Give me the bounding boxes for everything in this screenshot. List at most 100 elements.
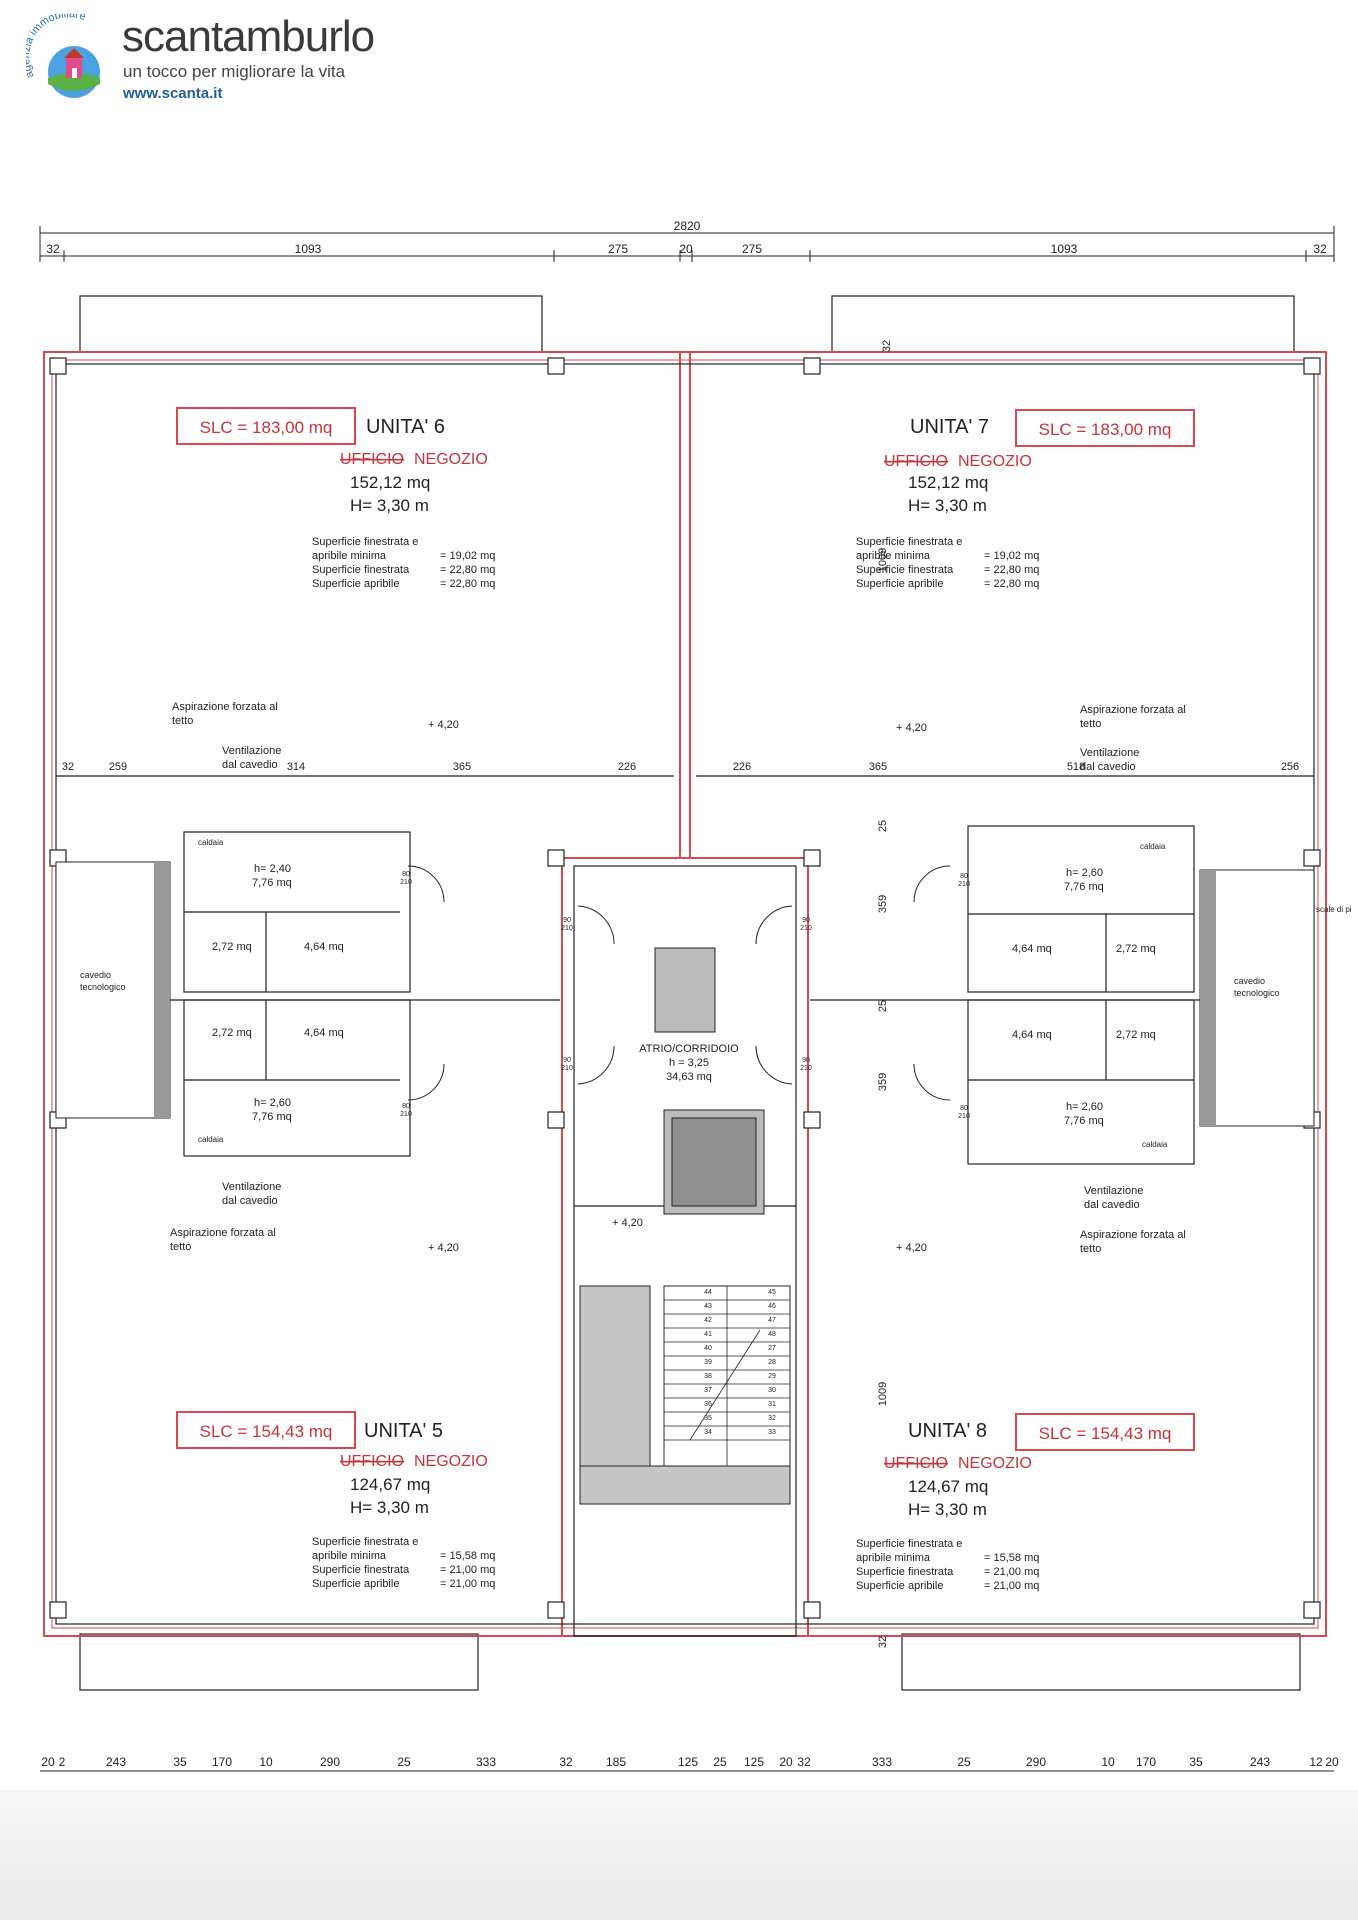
dim-bot-0: 20 [41, 1755, 55, 1769]
stair-r-1: 46 [768, 1303, 776, 1310]
unit-7-area: 152,12 mq [908, 473, 988, 492]
stair-l-0: 44 [704, 1289, 712, 1296]
unit-6-note-0: Superficie finestrata e [312, 536, 418, 548]
dim-top-6: 32 [1313, 242, 1327, 256]
atrio-1: h = 3,25 [669, 1057, 709, 1069]
unit-5-height: H= 3,30 m [350, 1498, 429, 1517]
dim-bot-14: 20 [779, 1755, 793, 1769]
unit-6-note-2: Superficie finestrata [312, 564, 410, 576]
stair-l-4: 40 [704, 1345, 712, 1352]
dim-bot-11: 125 [678, 1755, 698, 1769]
stair-r-8: 31 [768, 1401, 776, 1408]
unit-8-value-2: = 21,00 mq [984, 1566, 1039, 1578]
unit-6-value-1: = 19,02 mq [440, 550, 495, 562]
website-link[interactable]: www.scanta.it [123, 85, 223, 102]
door-tag-a-bot: 210 [400, 879, 412, 886]
dim-v1: 25 [877, 820, 889, 832]
antibagno-r-top-1: 7,76 mq [1064, 881, 1104, 893]
atrio-2: 34,63 mq [666, 1071, 712, 1083]
stair-l-7: 37 [704, 1387, 712, 1394]
stair-l-6: 38 [704, 1373, 712, 1380]
dim-bot-21: 35 [1189, 1755, 1203, 1769]
unit-7-value-2: = 22,80 mq [984, 564, 1039, 576]
antibagno-l-bot-0: h= 2,60 [254, 1097, 291, 1109]
dim-top-0: 32 [46, 242, 60, 256]
slc-boxes [176, 407, 1195, 1451]
stair-l-5: 39 [704, 1359, 712, 1366]
level-unit8: + 4,20 [896, 1242, 927, 1254]
caldaia-r-bot: caldaia [1142, 1140, 1168, 1149]
stairwell [579, 947, 791, 1505]
unit-6-use-struck: UFFICIO [340, 451, 404, 468]
level-unit6: + 4,20 [428, 719, 459, 731]
dim-bot-19: 10 [1101, 1755, 1115, 1769]
unit-6: SLC = 183,00 mq UNITA' 6 UFFICIO NEGOZIO… [200, 416, 496, 590]
dim-bot-7: 25 [397, 1755, 411, 1769]
vent-l-bot-1: dal cavedio [222, 1195, 278, 1207]
dim-bot-12: 25 [713, 1755, 727, 1769]
stair-l-8: 36 [704, 1401, 712, 1408]
aspir-r-top-1: tetto [1080, 718, 1101, 730]
unit-7: UNITA' 7 SLC = 183,00 mq UFFICIO NEGOZIO… [856, 416, 1171, 590]
level-unit5: + 4,20 [428, 1242, 459, 1254]
unit-5-note-3: Superficie apribile [312, 1578, 399, 1590]
unit-5-slc: SLC = 154,43 mq [200, 1422, 333, 1441]
unit-5-note-0: Superficie finestrata e [312, 1536, 418, 1548]
antibagno-l-top-0: h= 2,40 [254, 863, 291, 875]
unit-7-value-1: = 19,02 mq [984, 550, 1039, 562]
door-tag-f-top: 90 [802, 917, 810, 924]
door-tag-f-bot: 210 [800, 925, 812, 932]
brand-name: scantamburlo [122, 12, 375, 61]
dim-bot-18: 290 [1026, 1755, 1046, 1769]
dim-bot-10: 185 [606, 1755, 626, 1769]
unit-6-area: 152,12 mq [350, 473, 430, 492]
logo-emblem: agenzia immobiliare [26, 14, 100, 98]
dim-mid-l3: 365 [453, 761, 471, 773]
door-tag-a-top: 80 [402, 871, 410, 878]
cavedio-l-0: cavedio [80, 970, 111, 980]
unit-5: SLC = 154,43 mq UNITA' 5 UFFICIO NEGOZIO… [200, 1420, 496, 1590]
unit-7-slc: SLC = 183,00 mq [1039, 420, 1172, 439]
dim-mid-l1: 259 [109, 761, 127, 773]
dim-mid-r0: 226 [733, 761, 751, 773]
aspir-l-bot-0: Aspirazione forzata al [170, 1227, 276, 1239]
dim-bot-6: 290 [320, 1755, 340, 1769]
wc-r-bot-large: 4,64 mq [1012, 1029, 1052, 1041]
unit-5-note-1: apribile minima [312, 1550, 387, 1562]
cavedio-l-1: tecnologico [80, 982, 126, 992]
stair-numbers: 44 43 42 41 40 39 38 37 36 35 34 45 46 4… [704, 1289, 776, 1436]
dim-bot-16: 333 [872, 1755, 892, 1769]
dim-v4: 359 [877, 1073, 889, 1091]
top-dims: 32 1093 275 20 275 1093 32 [46, 242, 1327, 256]
unit-7-title: UNITA' 7 [910, 416, 989, 438]
dim-top-4: 275 [742, 242, 762, 256]
unit-5-use-struck: UFFICIO [340, 1453, 404, 1470]
stair-l-10: 34 [704, 1429, 712, 1436]
rooms-left: caldaia h= 2,40 7,76 mq 2,72 mq 4,64 mq … [198, 838, 344, 1144]
rooms-right: caldaia h= 2,60 7,76 mq 4,64 mq 2,72 mq … [1012, 842, 1168, 1149]
wc-l-top-small: 2,72 mq [212, 941, 252, 953]
dim-bot-23: 12 [1309, 1755, 1323, 1769]
aspir-l-top-1: tetto [172, 715, 193, 727]
door-tag-e-bot: 210 [561, 925, 573, 932]
door-swings [407, 865, 951, 1101]
stair-r-0: 45 [768, 1289, 776, 1296]
dim-v3: 25 [877, 1000, 889, 1012]
door-tag-d-bot: 210 [958, 1113, 970, 1120]
stair-r-5: 28 [768, 1359, 776, 1366]
wc-r-bot-small: 2,72 mq [1116, 1029, 1156, 1041]
vent-l-bot-0: Ventilazione [222, 1181, 281, 1193]
top-dimension-lines [39, 226, 1335, 262]
antibagno-r-bot-0: h= 2,60 [1066, 1101, 1103, 1113]
aspir-r-bot-0: Aspirazione forzata al [1080, 1229, 1186, 1241]
scale-label: scale di pi [1316, 905, 1352, 914]
atrio-label: ATRIO/CORRIDOIO h = 3,25 34,63 mq [639, 1043, 739, 1083]
mid-dims: 32 259 314 365 226 226 365 518 256 [62, 761, 1299, 773]
unit-5-title: UNITA' 5 [364, 1420, 443, 1442]
unit-8-slc: SLC = 154,43 mq [1039, 1424, 1172, 1443]
wc-l-bot-large: 4,64 mq [304, 1027, 344, 1039]
door-tag-g-top: 90 [563, 1057, 571, 1064]
bathroom-blocks [183, 825, 1195, 1165]
aspir-r-bot-1: tetto [1080, 1243, 1101, 1255]
unit-8-height: H= 3,30 m [908, 1500, 987, 1519]
